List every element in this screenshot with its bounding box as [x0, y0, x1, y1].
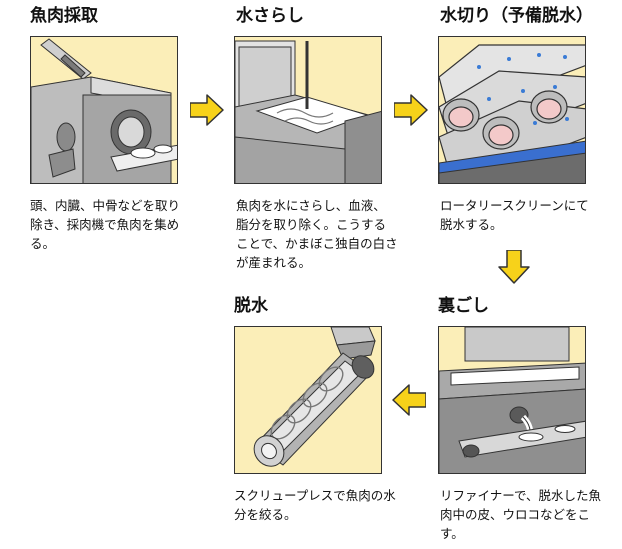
- right-arrow-icon: [394, 94, 428, 126]
- step-2-title: 水さらし: [236, 6, 304, 26]
- right-arrow-icon: [190, 94, 224, 126]
- left-arrow-icon: [392, 384, 426, 416]
- step-4-illustration: [438, 326, 586, 474]
- step-3-title: 水切り（予備脱水）: [440, 6, 593, 26]
- step-5-illustration: [234, 326, 382, 474]
- step-3-caption: ロータリースクリーンにて脱水する。: [440, 198, 589, 232]
- step-2-caption: 魚肉を水にさらし、血液、脂分を取り除く。こうすることで、かまぼこ独自の白さが産ま…: [236, 198, 398, 270]
- step-1-title: 魚肉採取: [30, 6, 98, 26]
- step-2-illustration: [234, 36, 382, 184]
- step-1-illustration: [30, 36, 178, 184]
- step-4-title: 裏ごし: [438, 296, 489, 316]
- down-arrow-icon: [498, 250, 530, 284]
- step-5-caption: スクリュープレスで魚肉の水分を絞る。: [234, 488, 396, 522]
- step-4-caption: リファイナーで、脱水した魚肉中の皮、ウロコなどをこす。: [440, 488, 602, 541]
- step-3-illustration: [438, 36, 586, 184]
- step-5-title: 脱水: [234, 296, 268, 316]
- step-1-caption: 頭、内臓、中骨などを取り除き、採肉機で魚肉を集める。: [30, 198, 181, 251]
